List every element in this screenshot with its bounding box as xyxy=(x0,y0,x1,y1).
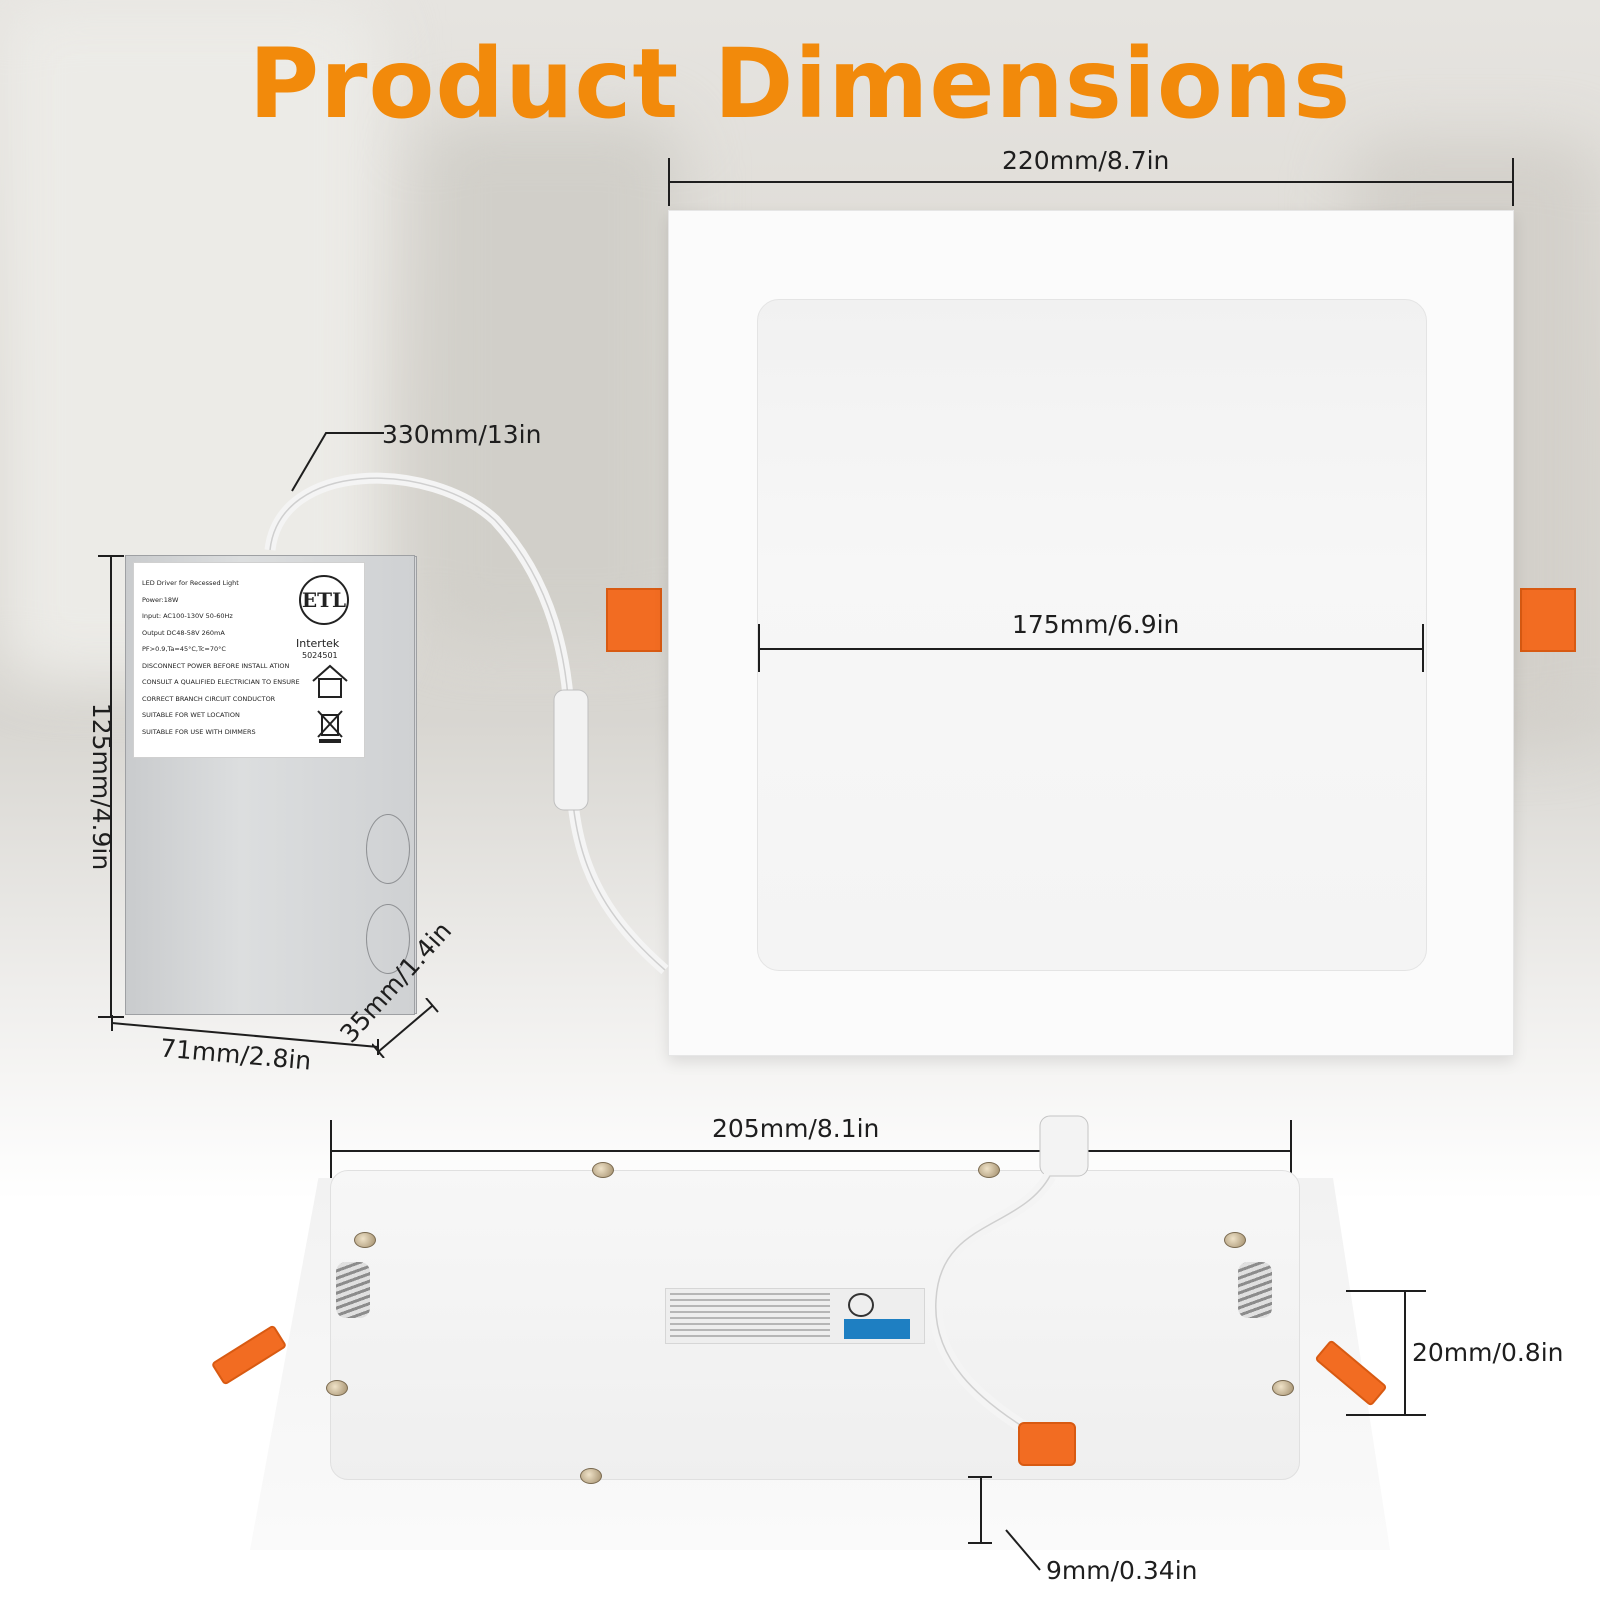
driver-label-line: PF>0.9,Ta=45°C,Tc=70°C xyxy=(142,645,226,653)
back-width-tick-left xyxy=(330,1120,332,1190)
driver-label-line: SUITABLE FOR WET LOCATION xyxy=(142,711,240,719)
screw xyxy=(580,1468,602,1484)
screw xyxy=(354,1232,376,1248)
lens-width-tick-left xyxy=(758,624,760,672)
edge-thickness-line xyxy=(980,1476,982,1544)
back-cable xyxy=(929,1115,1089,1436)
lens-width-tick-right xyxy=(1422,624,1424,672)
screw xyxy=(326,1380,348,1396)
driver-label-line: SUITABLE FOR USE WITH DIMMERS xyxy=(142,727,256,736)
driver-height-line xyxy=(110,555,112,1017)
house-icon xyxy=(312,664,348,698)
screw xyxy=(1224,1232,1246,1248)
back-width-label: 205mm/8.1in xyxy=(712,1114,880,1143)
cable-connector xyxy=(1018,1422,1076,1466)
panel-lens xyxy=(757,299,1427,971)
spring-right xyxy=(1238,1262,1272,1318)
cable-length-leader xyxy=(291,432,384,492)
driver-label-line: Output DC48-58V 260mA xyxy=(142,628,225,637)
panel-width-tick-right xyxy=(1512,158,1514,206)
driver-label-line: DISCONNECT POWER BEFORE INSTALL ATION xyxy=(142,661,290,670)
edge-thickness-tick-top xyxy=(968,1476,992,1478)
cable-length-label: 330mm/13in xyxy=(382,420,542,449)
screw xyxy=(592,1162,614,1178)
panel-clip-right xyxy=(1520,588,1576,652)
energy-star-badge xyxy=(844,1319,910,1339)
knockout-bottom xyxy=(366,904,410,974)
clip-height-tick-bottom xyxy=(1346,1414,1426,1416)
cert-number: 5024501 xyxy=(302,651,338,660)
panel-width-label: 220mm/8.7in xyxy=(1002,146,1170,175)
panel-clip-left xyxy=(606,588,662,652)
screw xyxy=(978,1162,1000,1178)
driver-label-line: Power:18W xyxy=(142,595,179,604)
driver-label-line: CORRECT BRANCH CIRCUIT CONDUCTOR xyxy=(142,694,276,703)
background-wall xyxy=(420,120,680,640)
edge-thickness-tick-bottom xyxy=(968,1542,992,1544)
etl-logo: ETL xyxy=(299,575,349,625)
weee-bin-icon xyxy=(317,710,343,743)
lens-width-line xyxy=(758,648,1424,650)
back-label xyxy=(665,1288,925,1344)
page-title: Product Dimensions xyxy=(248,28,1352,140)
cable xyxy=(264,472,669,975)
screw xyxy=(1272,1380,1294,1396)
driver-height-label: 125mm/4.9in xyxy=(87,702,117,871)
edge-thickness-leader xyxy=(1005,1529,1041,1571)
driver-label-line: LED Driver for Recessed Light xyxy=(142,579,239,587)
panel-width-tick-left xyxy=(668,158,670,206)
panel-front xyxy=(668,210,1514,1056)
panel-width-line xyxy=(668,181,1514,183)
back-width-tick-right xyxy=(1290,1120,1292,1190)
driver-label-line: CONSULT A QUALIFIED ELECTRICIAN TO ENSUR… xyxy=(142,678,300,686)
lens-width-label: 175mm/6.9in xyxy=(1012,610,1180,639)
knockout-top xyxy=(366,814,410,884)
driver-depth-line xyxy=(372,998,439,1058)
driver-height-tick-top xyxy=(98,555,124,557)
clip-height-tick-top xyxy=(1346,1290,1426,1292)
driver-label: LED Driver for Recessed Light Power:18W … xyxy=(133,562,365,758)
clip-height-label: 20mm/0.8in xyxy=(1412,1338,1564,1367)
back-label-text xyxy=(670,1293,830,1339)
back-etl-logo xyxy=(848,1293,874,1317)
driver-label-line: Input: AC100-130V 50-60Hz xyxy=(142,612,233,620)
clip-height-line xyxy=(1404,1290,1406,1414)
lever-left xyxy=(210,1324,288,1386)
edge-thickness-label: 9mm/0.34in xyxy=(1046,1556,1198,1585)
back-width-line xyxy=(330,1150,1292,1152)
cert-body: Intertek xyxy=(296,637,340,650)
spring-left xyxy=(336,1262,370,1318)
